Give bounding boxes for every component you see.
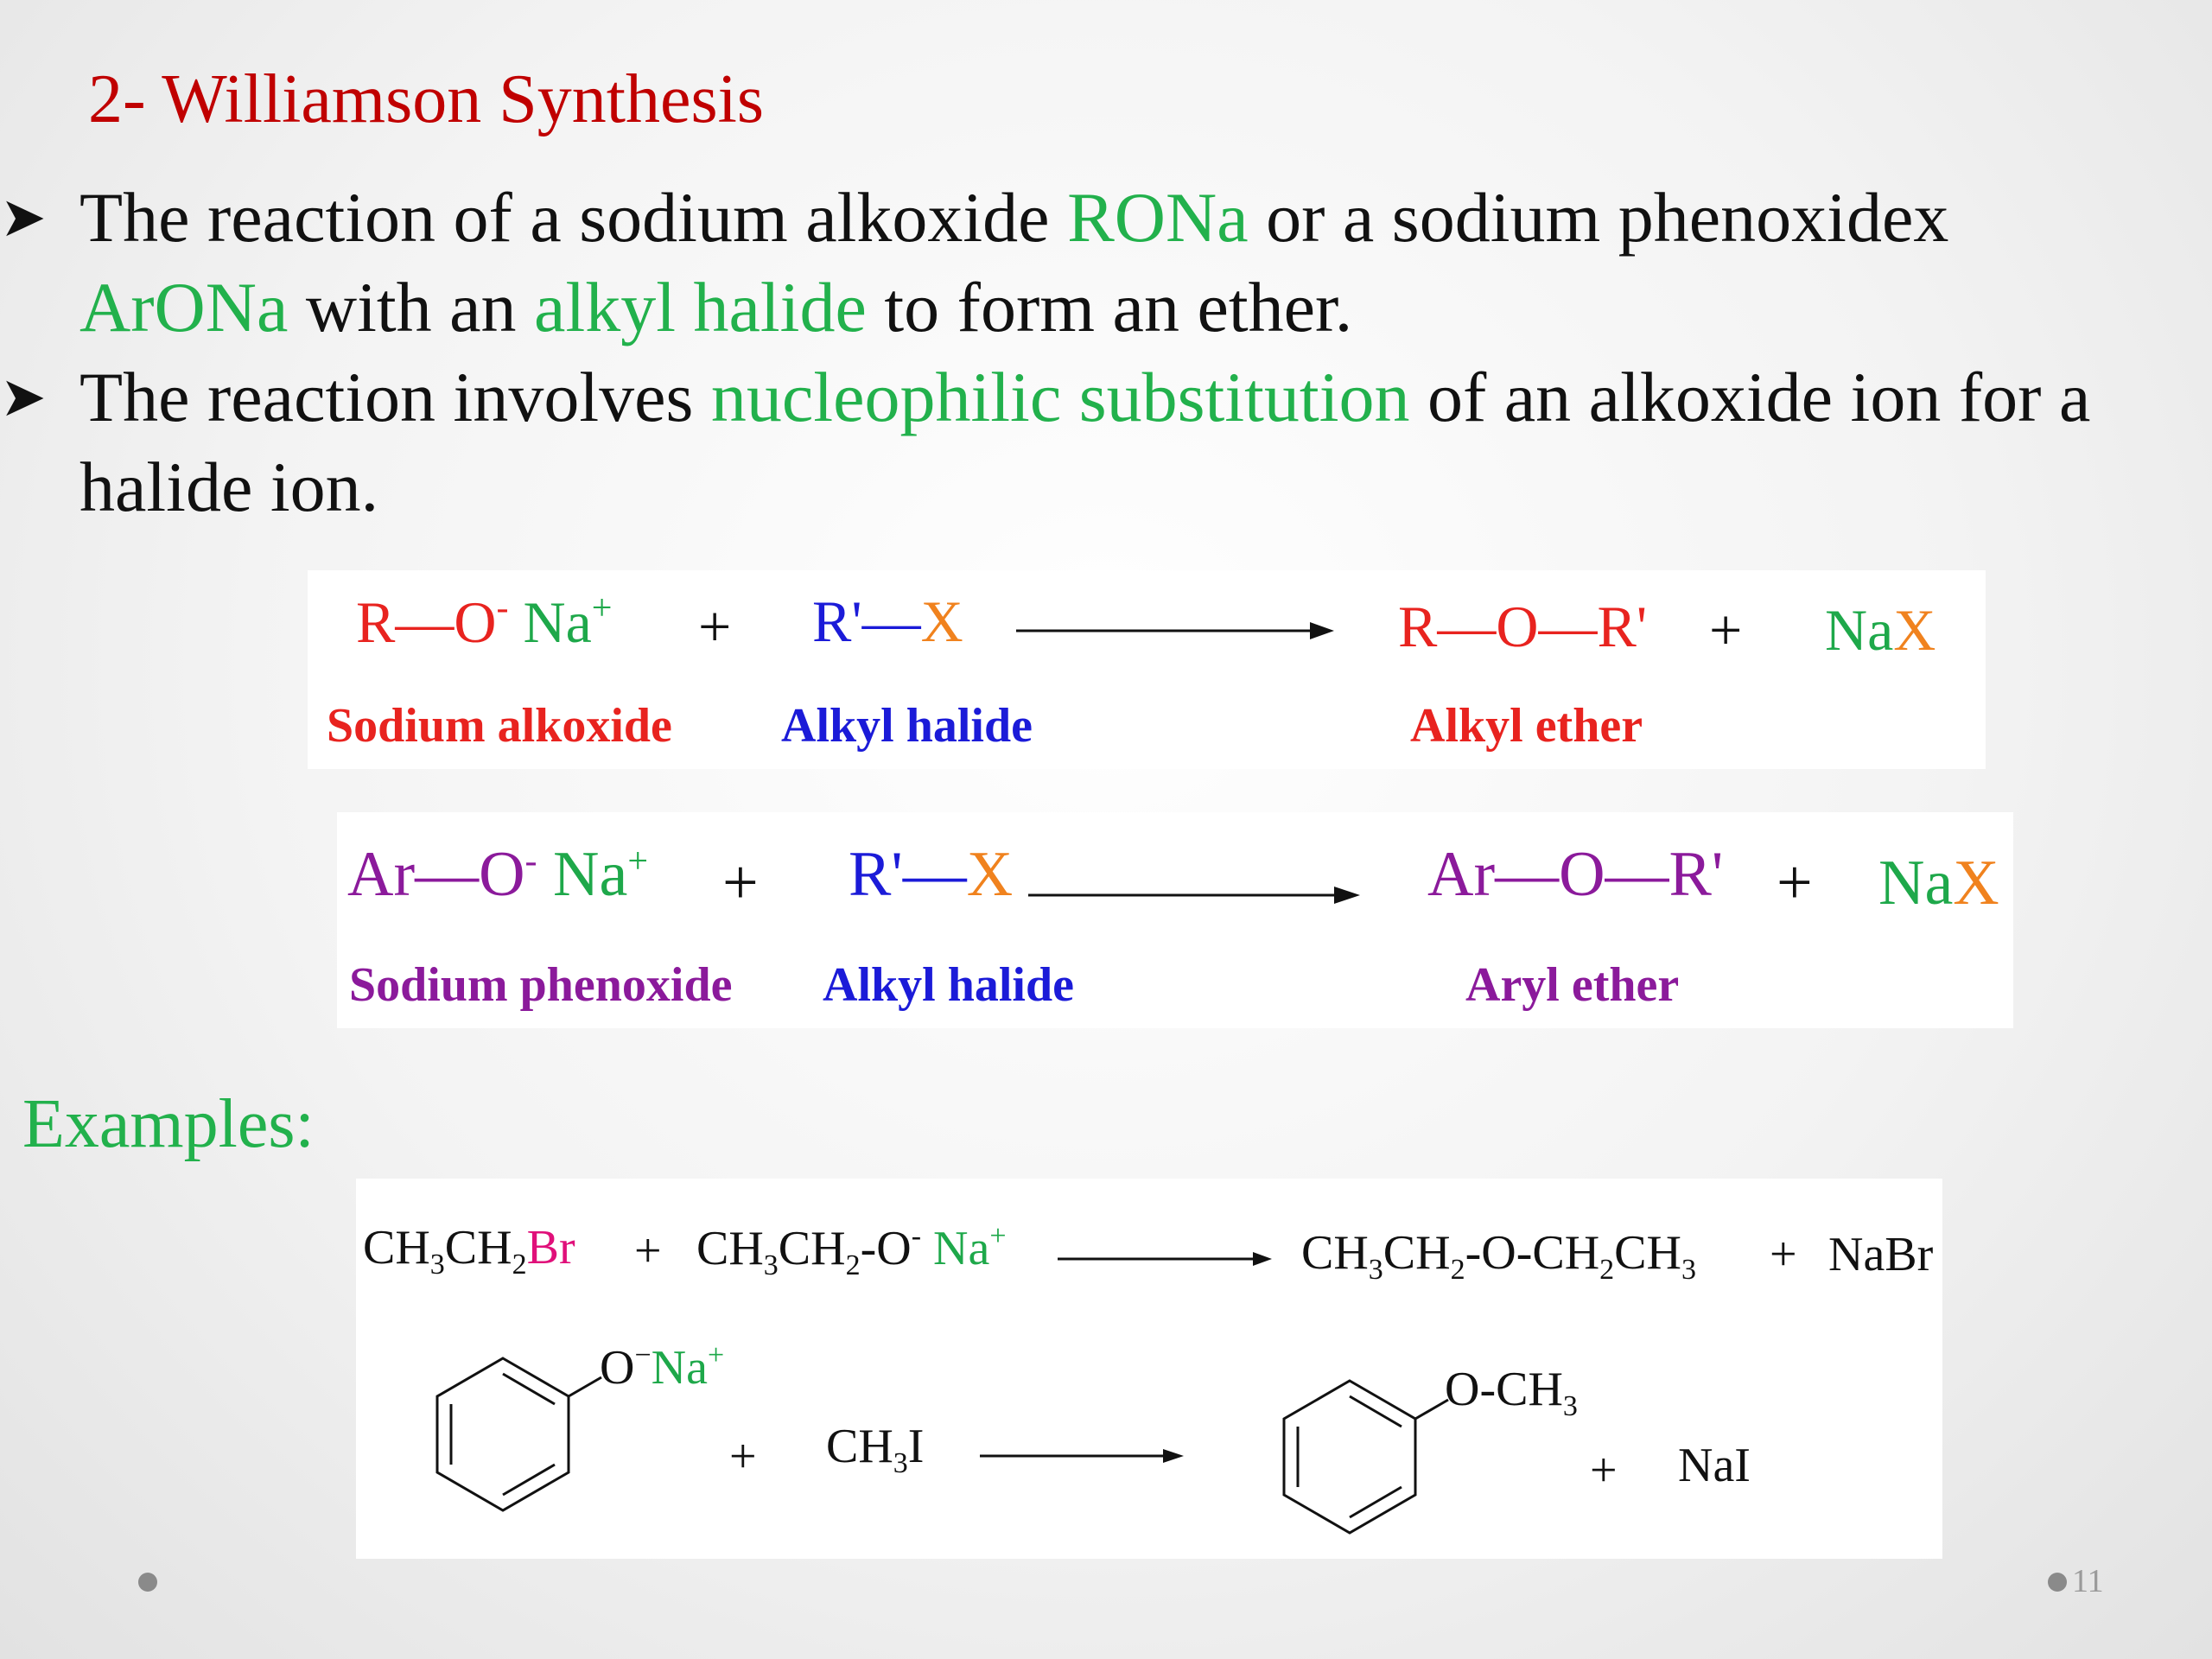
footer-dot-left: [138, 1573, 157, 1592]
plus-sign: +: [698, 594, 732, 659]
phenoxide-aro: Ar—O: [347, 839, 525, 910]
reaction-arrow-icon: [1028, 887, 1360, 904]
label-aryl-ether: Aryl ether: [1465, 958, 1680, 1012]
bullet-text: with an: [288, 268, 535, 346]
bullet-text: or a sodium phenoxidex: [1248, 178, 1949, 257]
product-alkyl-ether: R—O—R': [1398, 594, 1648, 659]
benzene-ring-phenoxide-icon: [435, 1357, 602, 1512]
label-alkyl-halide: Alkyl halide: [823, 958, 1074, 1012]
plus-sign: +: [722, 848, 759, 918]
page-number: 11: [2072, 1563, 2104, 1599]
highlight-rona: RONa: [1067, 178, 1249, 257]
product-nax: NaX: [1825, 596, 1936, 664]
halide-x: X: [966, 839, 1014, 910]
bond-dash: —: [902, 839, 967, 910]
example1-reactant-bromoethane: CH3CH2Br: [363, 1221, 575, 1281]
plus-sign: +: [1590, 1444, 1618, 1497]
examples-panel: CH3CH2Br + CH3CH2-O- Na+ CH3CH2-O-CH2CH3…: [356, 1179, 1942, 1559]
reaction-alkoxide-panel: R—O- Na+ + R'—X R—O—R' + NaX Sodium alko…: [308, 570, 1986, 769]
example2-methoxy-label: O-CH3: [1445, 1363, 1578, 1422]
label-sodium-phenoxide: Sodium phenoxide: [349, 958, 733, 1012]
alkoxide-ro: R—O: [356, 589, 497, 655]
highlight-alkyl-halide: alkyl halide: [534, 268, 867, 346]
label-sodium-alkoxide: Sodium alkoxide: [327, 699, 672, 753]
bond-dash: —: [861, 588, 921, 654]
reactant-phenoxide: Ar—O- Na+: [347, 838, 648, 912]
arrow-bullet-icon: ➤: [0, 365, 47, 429]
bullet-text: to form an ether.: [866, 268, 1353, 346]
arrow-bullet-icon: ➤: [0, 186, 47, 250]
alkyl-r: R': [849, 839, 903, 910]
plus-sign: +: [1770, 1228, 1797, 1281]
highlight-arona: ArONa: [79, 268, 289, 346]
sodium-cation: Na: [553, 839, 628, 910]
alkyl-r: R': [812, 588, 862, 654]
sodium-charge: +: [591, 588, 613, 628]
example2-reactant-methyl-iodide: CH3I: [826, 1420, 925, 1479]
nax-na: Na: [1878, 848, 1954, 918]
plus-sign: +: [1709, 597, 1743, 663]
sodium-charge: +: [627, 842, 649, 881]
example2-phenoxide-label: O−Na+: [600, 1339, 725, 1395]
slide-title: 2- Williamson Synthesis: [88, 61, 764, 137]
bullet-text: The reaction of a sodium alkoxide: [79, 178, 1068, 257]
highlight-nucleophilic-substitution: nucleophilic substitution: [710, 358, 1410, 436]
reactant-alkoxide: R—O- Na+: [356, 588, 612, 657]
nax-x: X: [1953, 848, 1999, 918]
example1-reactant-propoxide: CH3CH2-O- Na+: [696, 1220, 1007, 1281]
bullet-item: ➤ The reaction of a sodium alkoxide RONa…: [0, 173, 2108, 353]
bullet-item: ➤ The reaction involves nucleophilic sub…: [0, 353, 2108, 532]
reaction-phenoxide-panel: Ar—O- Na+ + R'—X Ar—O—R' + NaX Sodium ph…: [337, 812, 2013, 1028]
bullet-list: ➤ The reaction of a sodium alkoxide RONa…: [0, 173, 2108, 532]
example1-product-ether: CH3CH2-O-CH2CH3: [1301, 1226, 1696, 1286]
label-alkyl-halide: Alkyl halide: [781, 699, 1033, 753]
reactant-alkyl-halide: R'—X: [812, 588, 963, 656]
example2-product-nai: NaI: [1678, 1439, 1751, 1492]
examples-heading: Examples:: [22, 1086, 315, 1162]
alkoxide-charge: -: [496, 588, 509, 628]
reaction-arrow-icon: [1058, 1252, 1272, 1266]
halide-x: X: [920, 588, 963, 654]
reaction-arrow-icon: [980, 1449, 1184, 1463]
product-aryl-ether: Ar—O—R': [1427, 839, 1724, 910]
benzene-ring-anisole-icon: [1282, 1379, 1449, 1535]
plus-sign: +: [729, 1430, 757, 1484]
plus-sign: +: [1777, 848, 1813, 918]
sodium-cation: Na: [523, 589, 592, 655]
bullet-text: The reaction involves: [79, 358, 711, 436]
phenoxide-charge: -: [524, 842, 537, 881]
footer-dot-right: [2048, 1573, 2067, 1592]
example1-product-nabr: NaBr: [1828, 1228, 1934, 1281]
reactant-alkyl-halide: R'—X: [849, 838, 1013, 912]
plus-sign: +: [634, 1224, 662, 1278]
bullet-text: of an alkoxide ion for a halide ion.: [79, 358, 2091, 526]
product-nax: NaX: [1878, 847, 1999, 920]
reaction-arrow-icon: [1016, 622, 1334, 639]
label-alkyl-ether: Alkyl ether: [1410, 699, 1643, 753]
nax-na: Na: [1825, 597, 1894, 663]
nax-x: X: [1893, 597, 1936, 663]
